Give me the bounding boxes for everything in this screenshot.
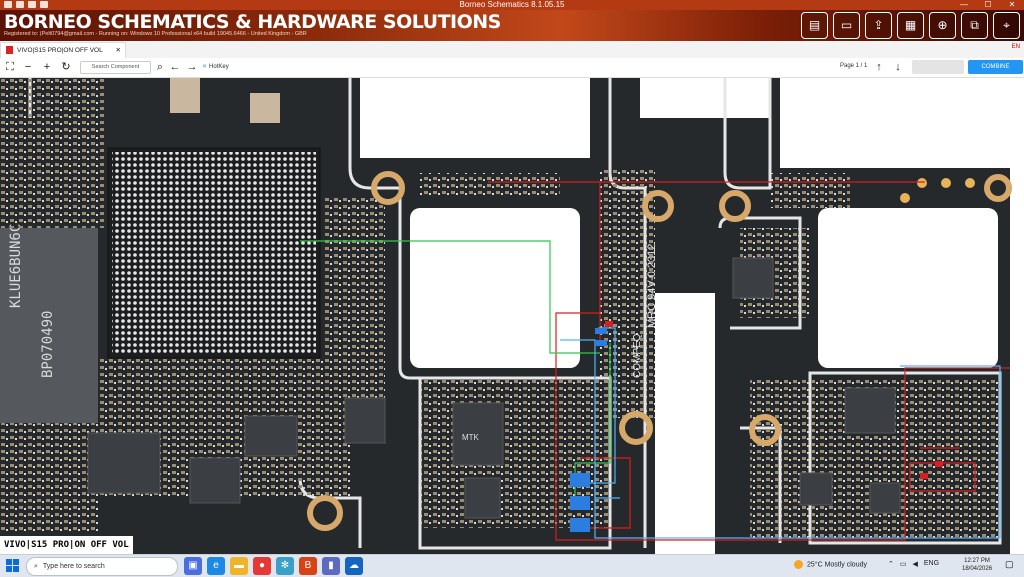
weather-widget[interactable]: 25°C Mostly cloudy xyxy=(794,560,867,569)
clock-date: 18/04/2026 xyxy=(962,566,993,572)
app-icon-tablet[interactable]: ▮ xyxy=(322,557,340,575)
page-down-icon[interactable]: ↓ xyxy=(895,61,901,73)
notification-icon[interactable]: ▢ xyxy=(1005,559,1014,569)
viewer-toolbar: ⛶ − + ↻ Search Component ⌕ ← → ✕HotKey P… xyxy=(0,58,1024,78)
back-arrow-icon[interactable]: ← xyxy=(169,61,181,73)
board-image: KLUE6BUN6C BP070490 MT xyxy=(0,78,1024,554)
combine-button[interactable]: COMBINE xyxy=(968,60,1023,74)
display-icon[interactable]: ▭ xyxy=(833,12,860,39)
network-icon[interactable]: ▭ xyxy=(899,561,907,568)
board-cutouts xyxy=(360,78,1024,554)
edge-icon[interactable]: e xyxy=(207,557,225,575)
taskbar-search-placeholder: Type here to search xyxy=(42,563,105,570)
save-icon[interactable] xyxy=(16,1,24,8)
page-up-icon[interactable]: ↑ xyxy=(876,61,882,73)
volume-icon[interactable]: ◀ xyxy=(912,561,918,568)
zoom-in-icon[interactable]: + xyxy=(43,61,51,73)
task-view-icon[interactable]: ▣ xyxy=(184,557,202,575)
board-viewer[interactable]: KLUE6BUN6C BP070490 MT xyxy=(0,78,1024,554)
chevron-up-icon[interactable]: ⌃ xyxy=(888,561,894,568)
app-icon-gear[interactable]: ✻ xyxy=(276,557,294,575)
zoom-icon[interactable]: ⊕ xyxy=(929,12,956,39)
banner-toolbar: ▤ ▭ ⇪ ▦ ⊕ ⧉ ⌖ xyxy=(801,12,1020,39)
app-icon-cloud[interactable]: ☁ xyxy=(345,557,363,575)
zoom-out-icon[interactable]: − xyxy=(24,61,32,73)
window-title: Borneo Schematics 8.1.05.15 xyxy=(459,0,565,9)
share-icon[interactable]: ⇪ xyxy=(865,12,892,39)
borneo-app-icon[interactable]: B xyxy=(299,557,317,575)
marking-mtk: MTK xyxy=(462,433,480,442)
registration-info: Registered to: (Pelt0794@gmail.com - Run… xyxy=(4,31,307,37)
search-component-input[interactable]: Search Component xyxy=(80,61,151,74)
document-tabs: VIVO|S15 PRO|ON OFF VOL ✕ EN xyxy=(0,41,1024,59)
taskbar-search-input[interactable]: ⌕ Type here to search xyxy=(26,557,178,576)
file-explorer-icon[interactable]: ▬ xyxy=(230,557,248,575)
tab-label: VIVO|S15 PRO|ON OFF VOL xyxy=(17,47,103,54)
hotkey-close-icon: ✕ xyxy=(202,64,208,70)
windows-taskbar: ⌕ Type here to search ▣ e ▬ ● ✻ B ▮ ☁ 25°… xyxy=(0,554,1024,577)
weather-text: 25°C Mostly cloudy xyxy=(807,561,867,569)
language-flag[interactable]: EN xyxy=(1011,44,1020,50)
marking-memory-1: KLUE6BUN6C xyxy=(8,224,24,308)
clock[interactable]: 12:27 PM 18/04/2026 xyxy=(962,557,992,573)
reset-view-icon[interactable]: ↻ xyxy=(61,61,71,73)
brand-title: BORNEO SCHEMATICS & HARDWARE SOLUTIONS xyxy=(4,11,501,33)
weather-sun-icon xyxy=(794,560,803,569)
forward-arrow-icon[interactable]: → xyxy=(186,61,198,73)
maximize-button[interactable]: ☐ xyxy=(984,0,992,9)
secondary-button[interactable] xyxy=(912,60,964,74)
pinned-apps: ▣ e ▬ ● ✻ B ▮ ☁ xyxy=(184,557,363,575)
print-icon[interactable] xyxy=(28,1,36,8)
close-button[interactable]: ✕ xyxy=(1008,0,1016,9)
pdf-icon xyxy=(6,46,13,55)
tab-vivo-s15-pro[interactable]: VIVO|S15 PRO|ON OFF VOL ✕ xyxy=(0,42,126,59)
system-tray: ⌃ ▭ ◀ ENG xyxy=(888,560,939,568)
title-bar: Borneo Schematics 8.1.05.15 — ☐ ✕ xyxy=(0,0,1024,10)
clock-time: 12:27 PM xyxy=(964,558,990,564)
marking-compeq: COMPEQ xyxy=(632,333,643,378)
translate-icon[interactable]: ▦ xyxy=(897,12,924,39)
hotkey-toggle[interactable]: ✕HotKey xyxy=(202,63,229,70)
quick-access-icons xyxy=(4,1,48,8)
search-icon: ⌕ xyxy=(34,563,38,570)
board-caption: VIVO|S15 PRO|ON OFF VOL xyxy=(0,536,133,554)
app-icon xyxy=(4,1,12,8)
hotkey-label: HotKey xyxy=(209,64,229,70)
scan-icon[interactable]: ⌖ xyxy=(993,12,1020,39)
marking-mrc: MRC 94V-0 2312 xyxy=(646,244,658,328)
chrome-icon[interactable]: ● xyxy=(253,557,271,575)
report-icon[interactable]: ▤ xyxy=(801,12,828,39)
windows-start-icon[interactable] xyxy=(6,559,19,572)
fit-screen-icon[interactable]: ⛶ xyxy=(6,61,14,73)
app-banner: BORNEO SCHEMATICS & HARDWARE SOLUTIONS R… xyxy=(0,10,1024,41)
marking-memory-2: BP070490 xyxy=(40,311,56,378)
close-tab-icon[interactable]: ✕ xyxy=(115,47,121,54)
minimize-button[interactable]: — xyxy=(960,0,968,9)
page-indicator: Page 1 / 1 xyxy=(840,63,868,69)
settings-icon[interactable] xyxy=(40,1,48,8)
language-indicator[interactable]: ENG xyxy=(923,560,940,567)
open-window-icon[interactable]: ⧉ xyxy=(961,12,988,39)
search-icon[interactable]: ⌕ xyxy=(156,61,164,73)
